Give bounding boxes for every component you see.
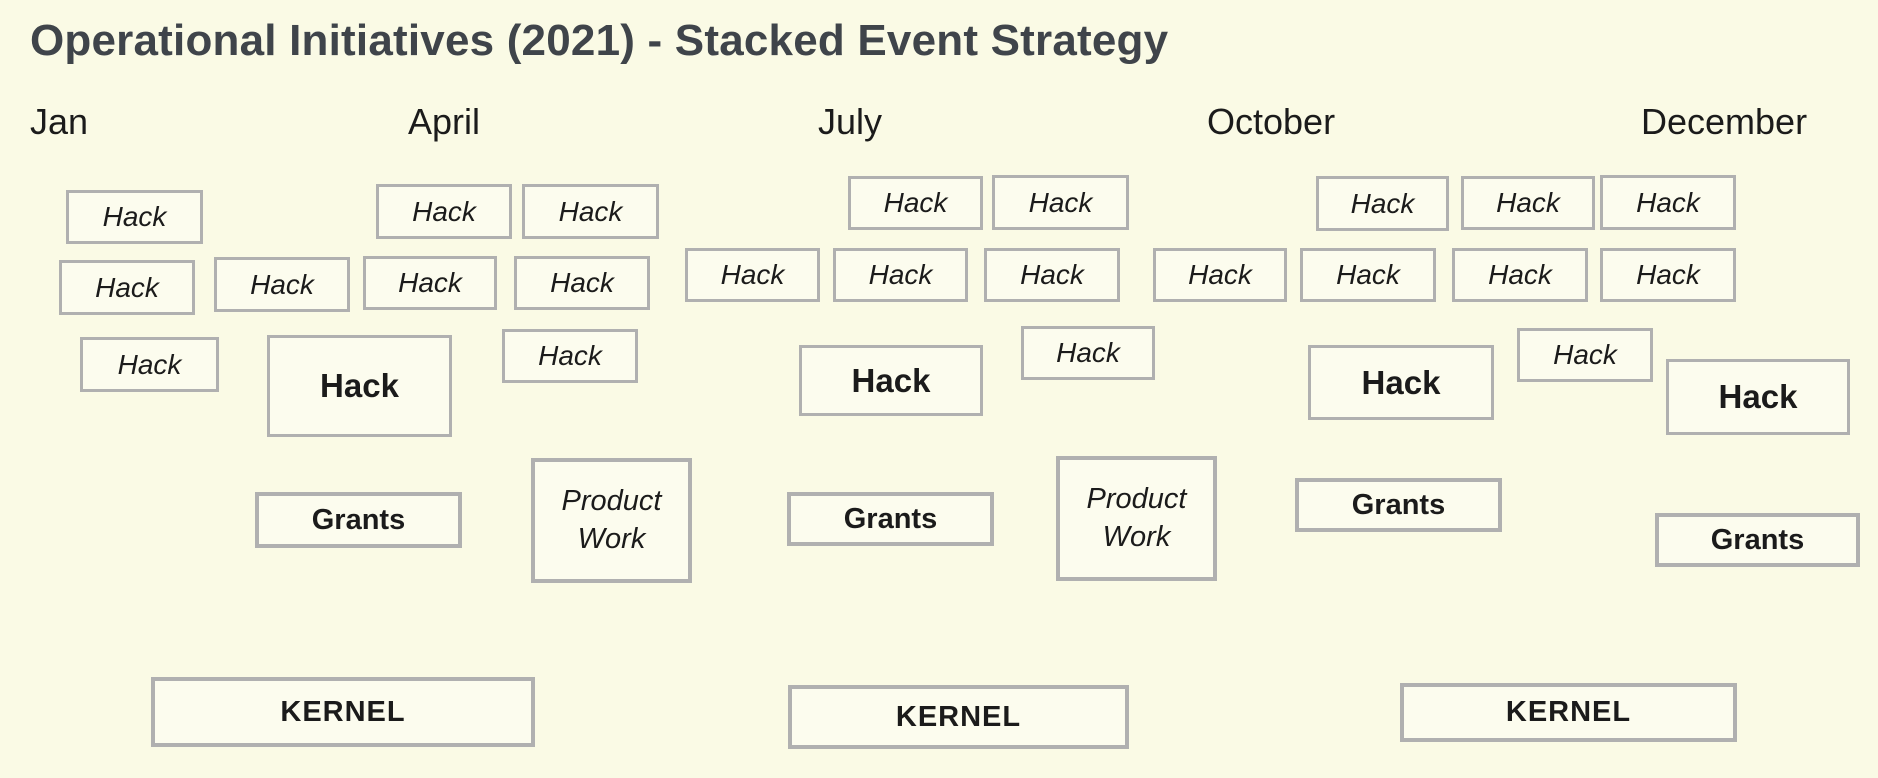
hack-italic-box: Hack [1316,176,1449,231]
kernel-box: KERNEL [788,685,1129,749]
kernel-box: KERNEL [1400,683,1737,742]
hack-bold-box: Hack [799,345,983,416]
hack-italic-box: Hack [984,248,1120,302]
hack-italic-box: Hack [514,256,650,310]
grants-box: Grants [1655,513,1860,567]
grants-box: Grants [787,492,994,546]
hack-italic-box: Hack [848,176,983,230]
month-label: Jan [30,101,89,142]
hack-italic-box: Hack [214,257,350,312]
hack-italic-box: Hack [363,256,497,310]
product-work-box: Product Work [531,458,692,583]
hack-italic-box: Hack [1452,248,1588,302]
hack-italic-box: Hack [1517,328,1653,382]
hack-italic-box: Hack [1461,176,1595,230]
hack-bold-box: Hack [1666,359,1850,435]
hack-italic-box: Hack [1600,248,1736,302]
product-work-box: Product Work [1056,456,1217,581]
hack-italic-box: Hack [80,337,219,392]
month-label: October [1207,101,1336,142]
hack-italic-box: Hack [1153,248,1287,302]
hack-italic-box: Hack [502,329,638,383]
hack-italic-box: Hack [66,190,203,244]
hack-italic-box: Hack [59,260,195,315]
hack-italic-box: Hack [1300,248,1436,302]
hack-italic-box: Hack [992,175,1129,230]
hack-italic-box: Hack [685,248,820,302]
month-label: July [818,101,883,142]
hack-italic-box: Hack [522,184,659,239]
hack-italic-box: Hack [1021,326,1155,380]
hack-italic-box: Hack [833,248,968,302]
grants-box: Grants [1295,478,1502,532]
month-label: December [1641,101,1808,142]
kernel-box: KERNEL [151,677,535,747]
diagram-title: Operational Initiatives (2021) - Stacked… [30,16,1169,65]
month-label: April [408,101,481,142]
hack-bold-box: Hack [267,335,452,437]
hack-italic-box: Hack [376,184,512,239]
hack-italic-box: Hack [1600,175,1736,230]
grants-box: Grants [255,492,462,548]
hack-bold-box: Hack [1308,345,1494,420]
